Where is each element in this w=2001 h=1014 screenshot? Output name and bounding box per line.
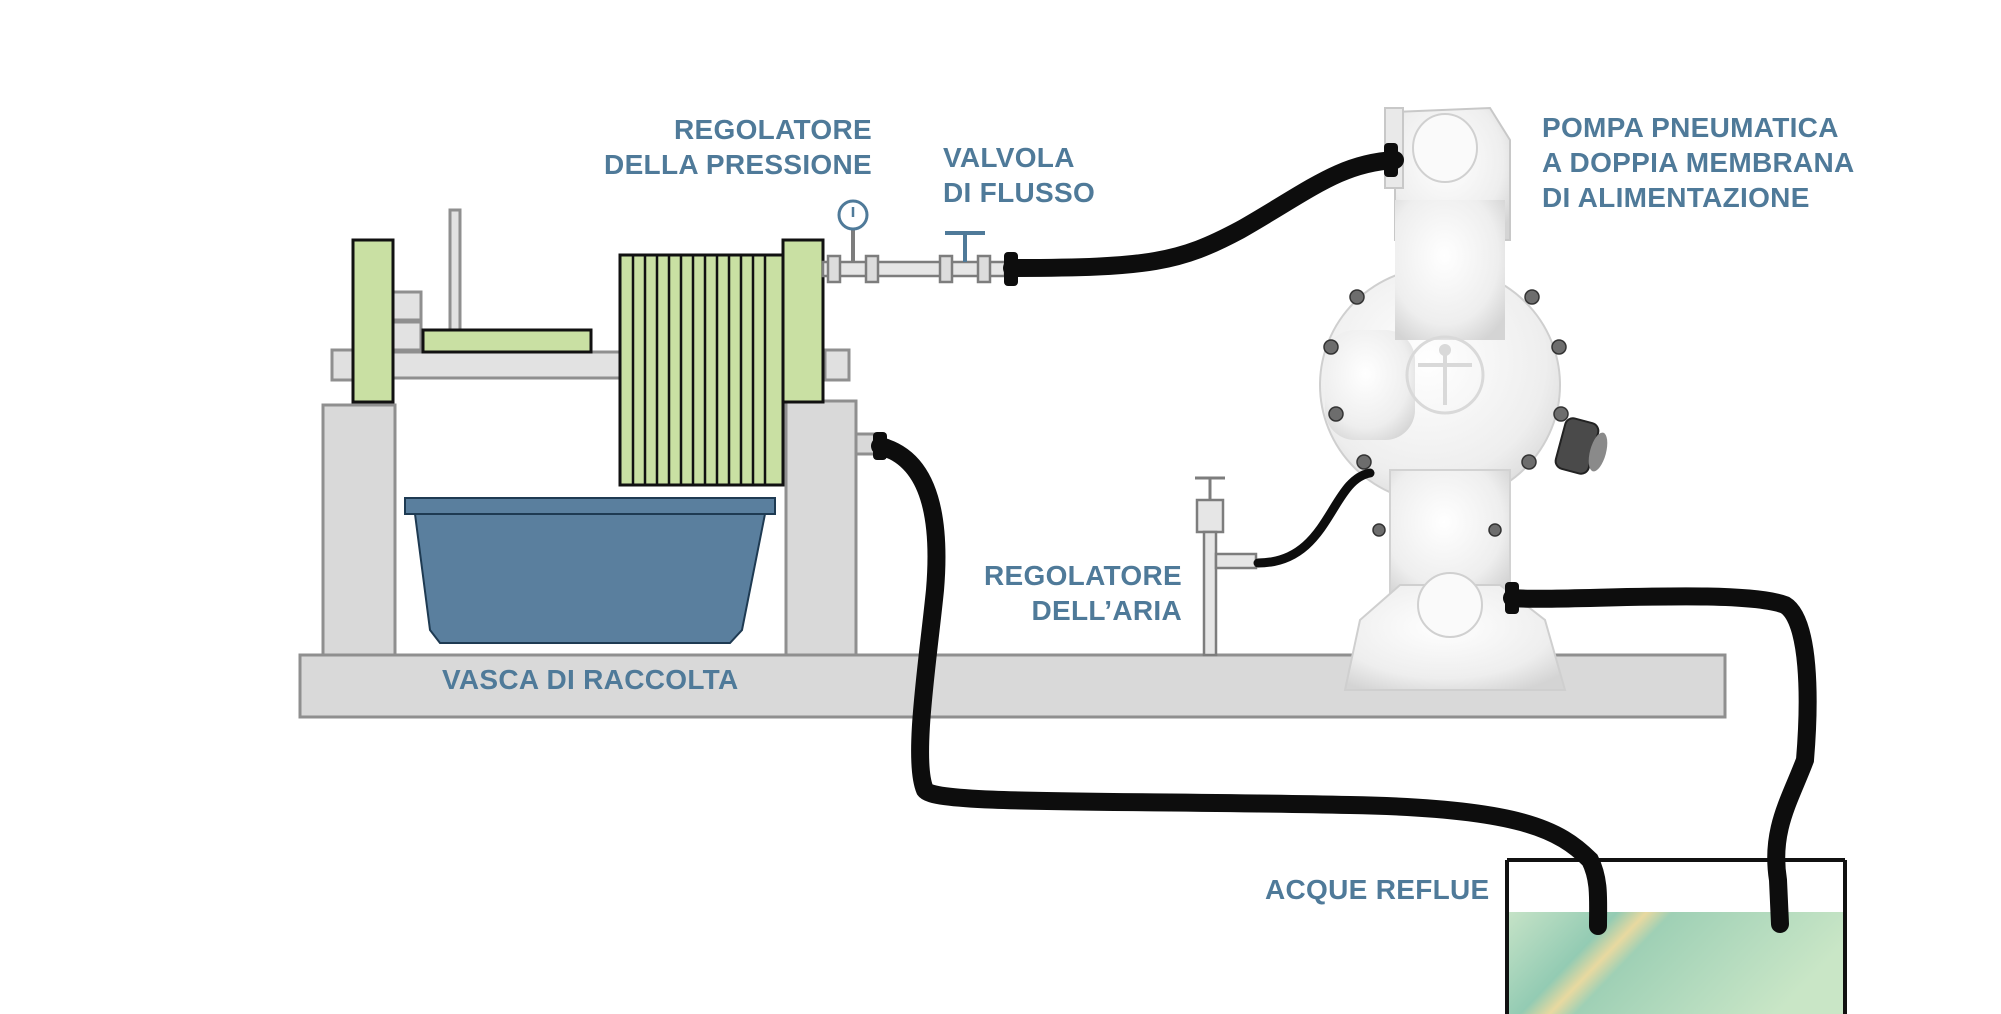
label-collection-tank: VASCA DI RACCOLTA <box>442 662 739 697</box>
label-pump-line-3: DI ALIMENTAZIONE <box>1542 182 1810 213</box>
press-leg-left <box>321 403 397 657</box>
label-pump-line-1: POMPA PNEUMATICA <box>1542 112 1839 143</box>
pump-air-fitting <box>1554 417 1608 475</box>
hose-fittings <box>873 143 1519 614</box>
press-head-right <box>781 238 825 404</box>
pressure-gauge-icon <box>837 199 869 262</box>
label-collection-tank-text: VASCA DI RACCOLTA <box>442 664 739 695</box>
label-pressure-regulator-line-1: REGOLATORE <box>674 114 872 145</box>
label-flow-valve-line-2: DI FLUSSO <box>943 177 1096 208</box>
collection-tub <box>404 497 776 644</box>
label-pump-line-2: A DOPPIA MEMBRANA <box>1542 147 1855 178</box>
inlet-pipe <box>821 254 1007 284</box>
press-screw-block-lower <box>391 320 423 352</box>
press-rail-end-left <box>330 348 356 382</box>
label-air-regulator-line-2: DELL’ARIA <box>1031 595 1182 626</box>
press-rail-end-right <box>823 348 851 382</box>
press-rod <box>448 208 462 334</box>
label-air-regulator-line-1: REGOLATORE <box>984 560 1182 591</box>
press-movable-plate <box>421 328 593 354</box>
hose-pipe-to-pump <box>1003 151 1404 277</box>
label-wastewater: ACQUE REFLUE <box>1265 872 1490 907</box>
air-regulator-icon <box>1195 476 1258 657</box>
label-pressure-regulator: REGOLATORE DELLA PRESSIONE <box>570 112 872 182</box>
press-screw-block <box>391 290 423 322</box>
filter-plate-stack <box>618 253 785 487</box>
label-air-regulator: REGOLATORE DELL’ARIA <box>940 558 1182 628</box>
filter-press <box>321 208 878 657</box>
hose-press-to-wastewater <box>871 437 1608 935</box>
diaphragm-pump <box>1319 106 1608 691</box>
hoses <box>871 151 1817 935</box>
label-pressure-regulator-line-2: DELLA PRESSIONE <box>604 149 872 180</box>
press-head-left <box>351 238 395 404</box>
label-flow-valve: VALVOLA DI FLUSSO <box>943 140 1095 210</box>
flow-valve-icon <box>945 231 985 262</box>
hose-air-to-pump <box>1253 468 1375 568</box>
label-flow-valve-line-1: VALVOLA <box>943 142 1075 173</box>
label-pump: POMPA PNEUMATICA A DOPPIA MEMBRANA DI AL… <box>1542 110 1855 215</box>
label-wastewater-text: ACQUE REFLUE <box>1265 874 1490 905</box>
hose-pump-to-wastewater <box>1503 587 1817 933</box>
wastewater-tank <box>1505 858 1847 1014</box>
press-leg-right <box>784 399 858 657</box>
